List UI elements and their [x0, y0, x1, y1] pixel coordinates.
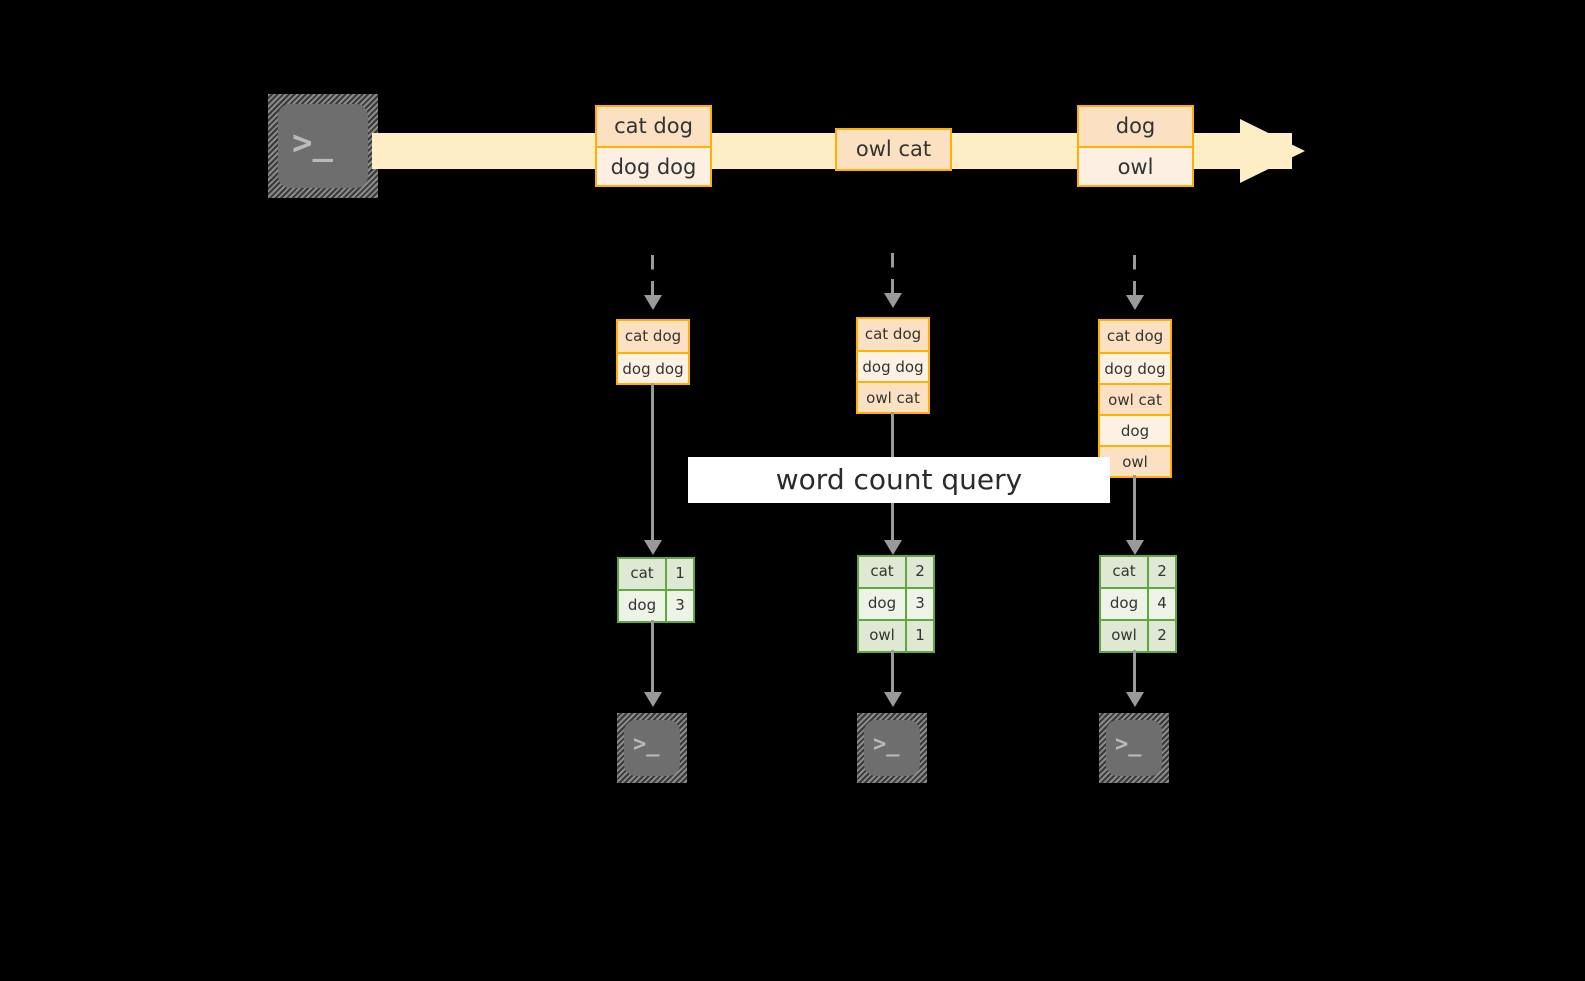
terminal-prompt-glyph: >_: [292, 123, 333, 163]
result-table-3: cat 2 dog 4 owl 2: [1099, 555, 1177, 653]
event-stream-arrowhead: [1240, 119, 1305, 183]
arrowhead-result-to-sink-1: [644, 692, 662, 707]
terminal-body: >_: [1106, 720, 1162, 776]
table-row: dog 4: [1101, 587, 1175, 619]
snapshot-1: cat dog dog dog: [616, 319, 690, 385]
stream-event-1: cat dog dog dog: [595, 105, 712, 187]
terminal-prompt-glyph: >_: [873, 732, 900, 757]
connector-snapshot-to-result-1: [651, 383, 654, 543]
stream-event-line: cat dog: [597, 107, 710, 146]
connector-result-to-sink-3: [1133, 650, 1136, 695]
sink-terminal-icon-1: >_: [617, 713, 687, 783]
snapshot-row: cat dog: [618, 321, 688, 352]
connector-snapshot-to-result-3: [1133, 475, 1136, 543]
terminal-prompt-glyph: >_: [1115, 732, 1142, 757]
table-row: owl 2: [1101, 619, 1175, 651]
snapshot-row: owl: [1100, 445, 1170, 476]
result-count: 1: [905, 621, 933, 651]
result-word: cat: [859, 557, 905, 587]
result-word: dog: [859, 589, 905, 619]
stream-event-line: owl: [1079, 146, 1192, 185]
arrowhead-stream-to-snapshot-1: [644, 295, 662, 310]
snapshot-row: owl cat: [858, 381, 928, 412]
sink-terminal-icon-3: >_: [1099, 713, 1169, 783]
arrowhead-stream-to-snapshot-2: [884, 293, 902, 308]
arrowhead-snapshot-to-result-1: [644, 540, 662, 555]
result-count: 3: [905, 589, 933, 619]
connector-result-to-sink-1: [651, 620, 654, 695]
result-word: cat: [1101, 557, 1147, 587]
connector-stream-to-snapshot-1: [651, 255, 654, 297]
result-count: 3: [665, 591, 693, 621]
snapshot-row: dog dog: [1100, 352, 1170, 383]
connector-result-to-sink-2: [891, 650, 894, 695]
table-row: dog 3: [859, 587, 933, 619]
arrowhead-stream-to-snapshot-3: [1126, 295, 1144, 310]
source-terminal-icon: >_: [268, 94, 378, 198]
arrowhead-snapshot-to-result-3: [1126, 540, 1144, 555]
table-row: cat 2: [859, 557, 933, 587]
result-word: owl: [1101, 621, 1147, 651]
stream-event-3: dog owl: [1077, 105, 1194, 187]
result-table-2: cat 2 dog 3 owl 1: [857, 555, 935, 653]
stream-event-line: dog: [1079, 107, 1192, 146]
snapshot-row: cat dog: [1100, 321, 1170, 352]
table-row: cat 2: [1101, 557, 1175, 587]
terminal-body: >_: [278, 104, 368, 188]
arrowhead-result-to-sink-3: [1126, 692, 1144, 707]
terminal-prompt-glyph: >_: [633, 732, 660, 757]
table-row: dog 3: [619, 589, 693, 621]
connector-stream-to-snapshot-2: [891, 253, 894, 295]
result-count: 2: [905, 557, 933, 587]
result-count: 4: [1147, 589, 1175, 619]
snapshot-3: cat dog dog dog owl cat dog owl: [1098, 319, 1172, 478]
result-count: 2: [1147, 557, 1175, 587]
snapshot-row: owl cat: [1100, 383, 1170, 414]
result-word: owl: [859, 621, 905, 651]
snapshot-row: cat dog: [858, 319, 928, 350]
arrowhead-result-to-sink-2: [884, 692, 902, 707]
result-count: 1: [665, 559, 693, 589]
snapshot-2: cat dog dog dog owl cat: [856, 317, 930, 414]
result-word: dog: [619, 591, 665, 621]
sink-terminal-icon-2: >_: [857, 713, 927, 783]
connector-stream-to-snapshot-3: [1133, 255, 1136, 297]
table-row: cat 1: [619, 559, 693, 589]
arrowhead-snapshot-to-result-2: [884, 540, 902, 555]
snapshot-row: dog dog: [618, 352, 688, 383]
stream-event-line: dog dog: [597, 146, 710, 185]
result-word: dog: [1101, 589, 1147, 619]
stream-event-line: owl cat: [837, 130, 950, 169]
result-count: 2: [1147, 621, 1175, 651]
result-table-1: cat 1 dog 3: [617, 557, 695, 623]
query-label: word count query: [688, 457, 1110, 503]
terminal-body: >_: [864, 720, 920, 776]
snapshot-row: dog dog: [858, 350, 928, 381]
snapshot-row: dog: [1100, 414, 1170, 445]
table-row: owl 1: [859, 619, 933, 651]
terminal-body: >_: [624, 720, 680, 776]
result-word: cat: [619, 559, 665, 589]
stream-event-2: owl cat: [835, 128, 952, 171]
